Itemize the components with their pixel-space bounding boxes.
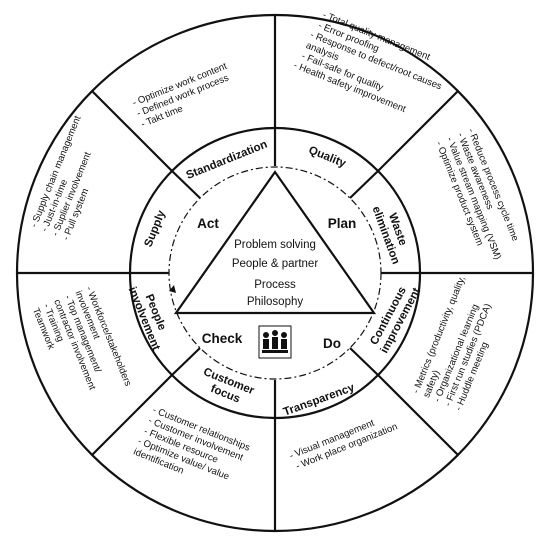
spoke-bottom-left: [91, 374, 173, 456]
core-triangle: [173, 170, 377, 315]
core-line-4: Philosophy: [247, 296, 304, 308]
core-line-1: Problem solving: [234, 239, 316, 251]
people-involvement-label: People involvement: [126, 281, 174, 353]
standardization-items: - Optimize work content - Defined work p…: [131, 60, 240, 130]
continuous-improvement-items: - Metrics (productivity, quality, safety…: [411, 272, 512, 412]
waste-elimination-label: Waste elimination: [370, 200, 414, 266]
spoke-bottom-right: [377, 374, 459, 456]
core-line-2: People & partner: [232, 258, 318, 270]
continuous-improvement-label: Continuous improvement: [367, 280, 423, 356]
spoke-top-left: [91, 90, 173, 172]
cycle-do-label: Do: [323, 336, 341, 351]
core-line-3: Process: [254, 279, 296, 291]
cycle-arrow-icon: [169, 285, 176, 293]
quality-label: Quality: [307, 144, 348, 170]
core-text: Problem solving People & partner Process…: [232, 239, 318, 308]
waste-elimination-items: - Reduce process cycle time - Waste awar…: [433, 127, 525, 268]
customer-focus-items: - Customer relationships - Customer invo…: [132, 404, 254, 498]
people-group-icon: [258, 325, 292, 359]
supply-label: Supply: [142, 208, 168, 249]
divider-bottom-right: [349, 347, 379, 376]
spoke-top-right: [377, 90, 459, 172]
divider-top-right: [349, 170, 379, 199]
outer-spokes: [17, 15, 533, 531]
divider-top-left: [171, 170, 201, 199]
cycle-act-label: Act: [197, 216, 219, 231]
transparency-items: - Visual management - Work place organiz…: [288, 410, 399, 473]
divider-bottom-left: [171, 347, 201, 376]
inner-dividers: [130, 128, 420, 418]
customer-focus-label: Customer focus: [197, 366, 259, 410]
cycle-check-label: Check: [202, 331, 243, 346]
standardization-label: Standardization: [185, 138, 269, 181]
cycle-plan-label: Plan: [328, 216, 357, 231]
supply-items: - Supply chain management - Just-in-time…: [29, 112, 117, 242]
